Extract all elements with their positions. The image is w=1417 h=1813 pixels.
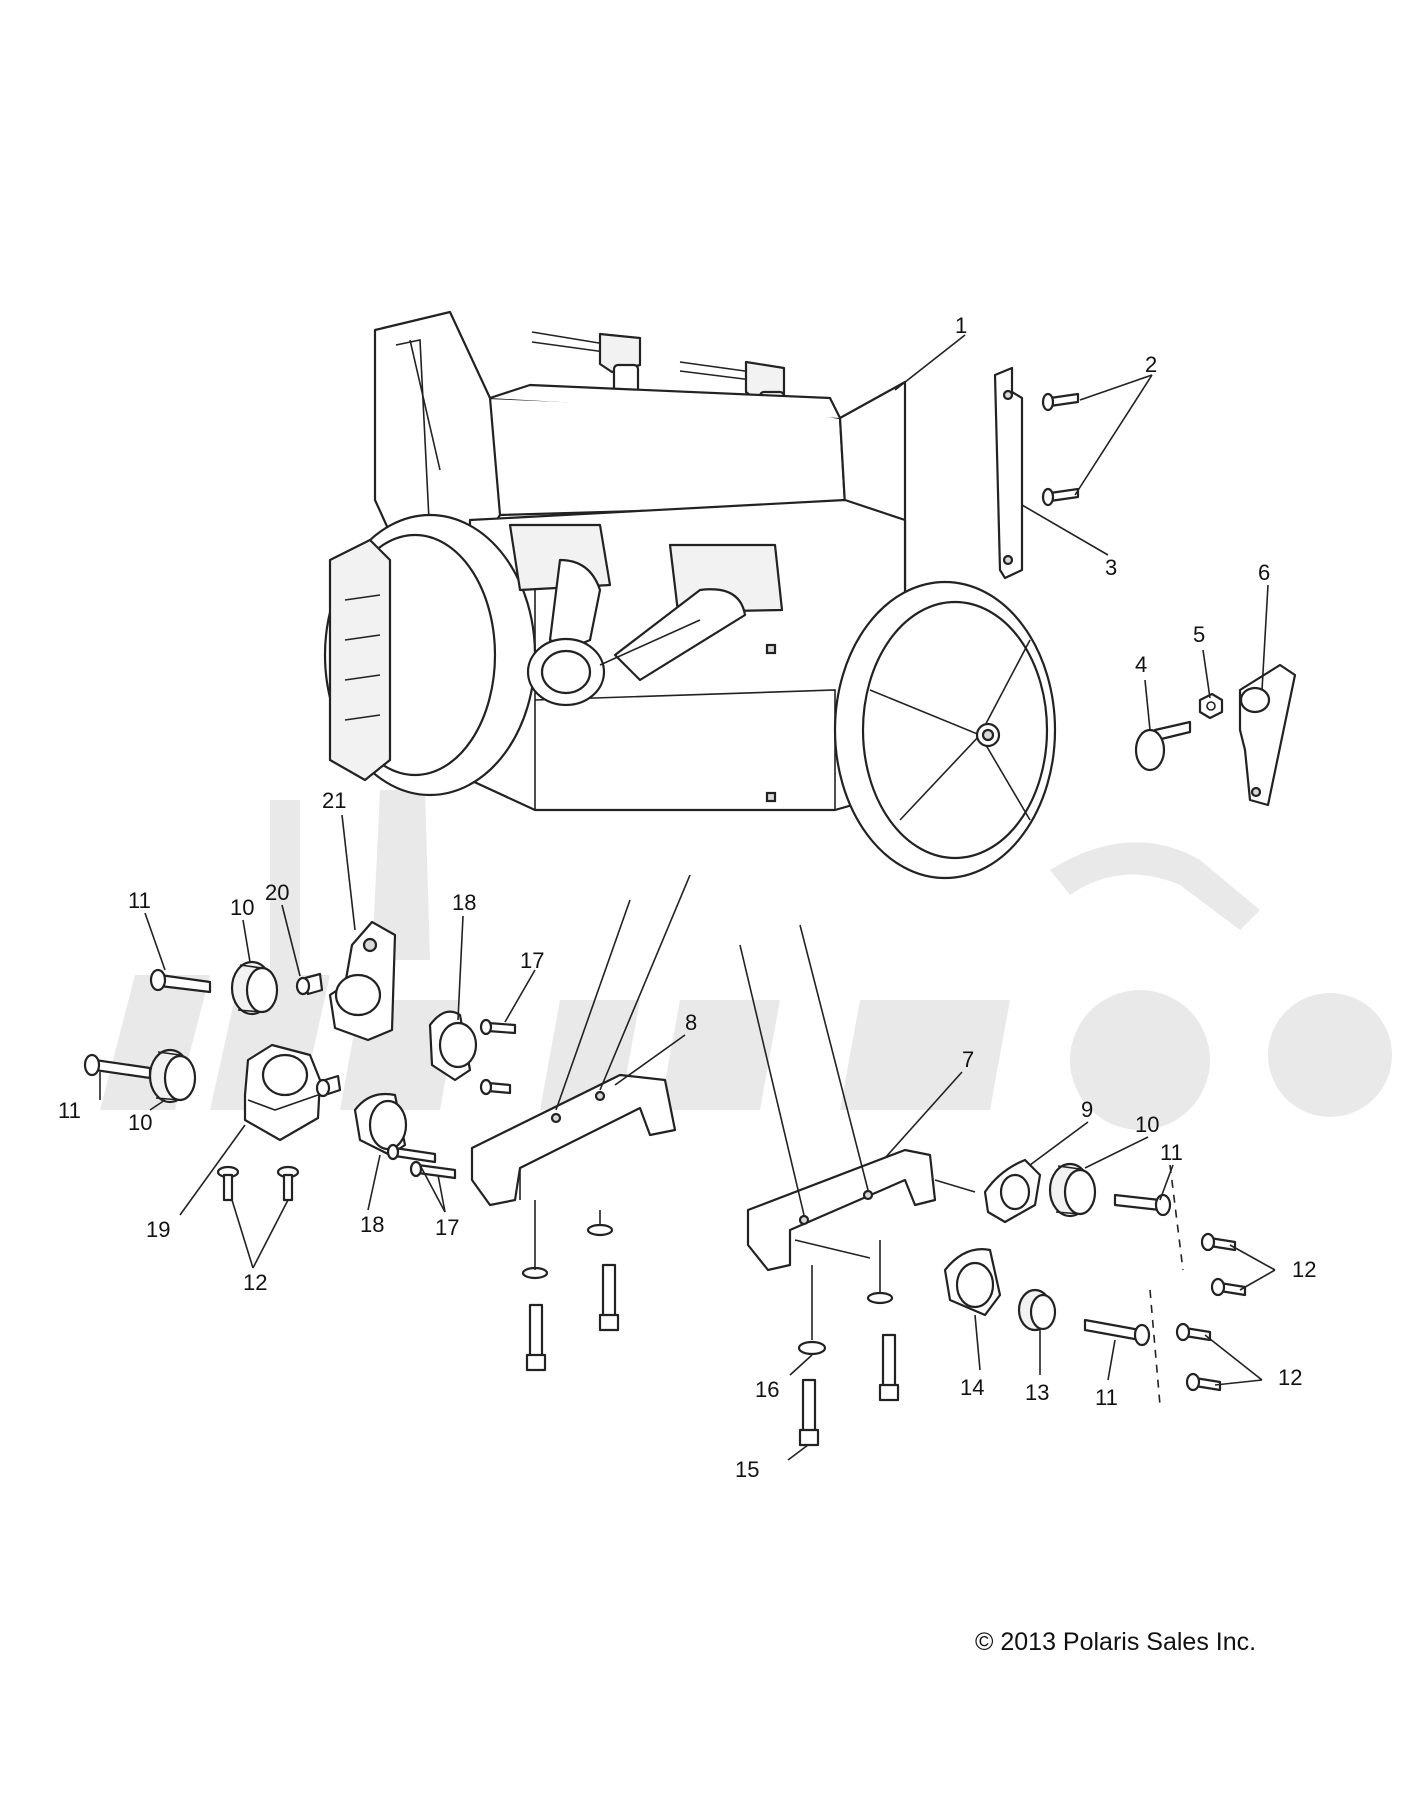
- callout-12-right-bottom: 12: [1278, 1365, 1302, 1390]
- engine-mount-7: [746, 1148, 937, 1272]
- washer-7-b: [866, 1291, 894, 1305]
- callout-20: 20: [265, 880, 289, 905]
- callout-10-right: 10: [1135, 1112, 1159, 1137]
- bolt-7-b: [878, 1333, 900, 1402]
- callout-12-left: 12: [243, 1270, 267, 1295]
- bolt-11-top-left: [149, 968, 212, 994]
- engine-mount-8: [470, 1073, 677, 1207]
- screw-2b: [1041, 487, 1080, 507]
- screw-12-right-a: [1200, 1232, 1237, 1252]
- callout-17-bottom: 17: [435, 1215, 459, 1240]
- callout-3: 3: [1105, 555, 1117, 580]
- callout-11-right-bottom: 11: [1095, 1385, 1118, 1410]
- callout-17-top: 17: [520, 948, 544, 973]
- screw-17-d: [409, 1160, 457, 1180]
- spacer-10-right: [1048, 1162, 1097, 1218]
- mount-housing-14: [943, 1248, 1002, 1317]
- spacer-10-top-left: [230, 960, 279, 1016]
- rubber-mount-18-upper: [428, 1010, 478, 1082]
- mount-bracket-21: [328, 920, 397, 1042]
- callout-19: 19: [146, 1217, 170, 1242]
- callout-10-left: 10: [128, 1110, 152, 1135]
- rubber-mount-9: [983, 1158, 1042, 1224]
- leader-lines: [99, 334, 1276, 1461]
- callout-13: 13: [1025, 1380, 1049, 1405]
- callout-labels: 1 2 3 4 5 6 7 8 9 10 10 10 11 11 11 11 1…: [58, 313, 1316, 1482]
- brace-bracket-3: [993, 366, 1024, 580]
- spacer-10-left: [148, 1048, 197, 1104]
- callout-11-right-top: 11: [1160, 1140, 1183, 1165]
- watermark-logo: [100, 640, 1392, 1130]
- bolt-11-right-b: [1083, 1318, 1151, 1347]
- callout-6: 6: [1258, 560, 1270, 585]
- callout-18-top: 18: [452, 890, 476, 915]
- nut-5: [1198, 692, 1224, 720]
- spacer-13: [1017, 1288, 1057, 1332]
- bolt-8-a: [525, 1303, 547, 1372]
- callout-12-right-top: 12: [1292, 1257, 1316, 1282]
- callout-16: 16: [755, 1377, 779, 1402]
- mount-block-19: [243, 1043, 322, 1142]
- screw-12-right-b: [1210, 1277, 1247, 1297]
- screw-17-b: [479, 1078, 512, 1096]
- bracket-6: [1238, 663, 1297, 807]
- bolt-15: [798, 1378, 820, 1447]
- callout-15: 15: [735, 1457, 759, 1482]
- stud-bumper-4: [1134, 720, 1192, 772]
- screw-12-right-c: [1175, 1322, 1212, 1342]
- screw-12-left-b: [276, 1165, 300, 1202]
- callout-10-top-left: 10: [230, 895, 254, 920]
- washer-8-b: [586, 1223, 614, 1237]
- screw-17-c: [386, 1143, 437, 1164]
- callout-11-left: 11: [58, 1098, 81, 1123]
- engine-assembly: [323, 310, 1057, 880]
- bolt-8-b: [598, 1263, 620, 1332]
- callout-14: 14: [960, 1375, 984, 1400]
- callout-4: 4: [1135, 652, 1147, 677]
- bolt-11-right-a: [1113, 1193, 1172, 1217]
- callout-5: 5: [1193, 622, 1205, 647]
- callout-1: 1: [955, 313, 967, 338]
- screw-12-left-a: [216, 1165, 240, 1202]
- screw-12-right-d: [1185, 1372, 1222, 1392]
- washer-16: [797, 1340, 827, 1356]
- callout-9: 9: [1081, 1097, 1093, 1122]
- callout-7: 7: [962, 1047, 974, 1072]
- copyright-notice: © 2013 Polaris Sales Inc.: [975, 1628, 1256, 1656]
- callout-2: 2: [1145, 352, 1157, 377]
- screw-12-small: [315, 1074, 342, 1098]
- screw-17-a: [479, 1018, 517, 1036]
- callout-18-bottom: 18: [360, 1212, 384, 1237]
- rubber-mount-18-lower: [353, 1092, 408, 1157]
- screw-2a: [1041, 392, 1080, 412]
- callout-21: 21: [322, 788, 346, 813]
- callout-8: 8: [685, 1010, 697, 1035]
- screw-20: [295, 972, 324, 996]
- callout-11-top-left: 11: [128, 888, 151, 913]
